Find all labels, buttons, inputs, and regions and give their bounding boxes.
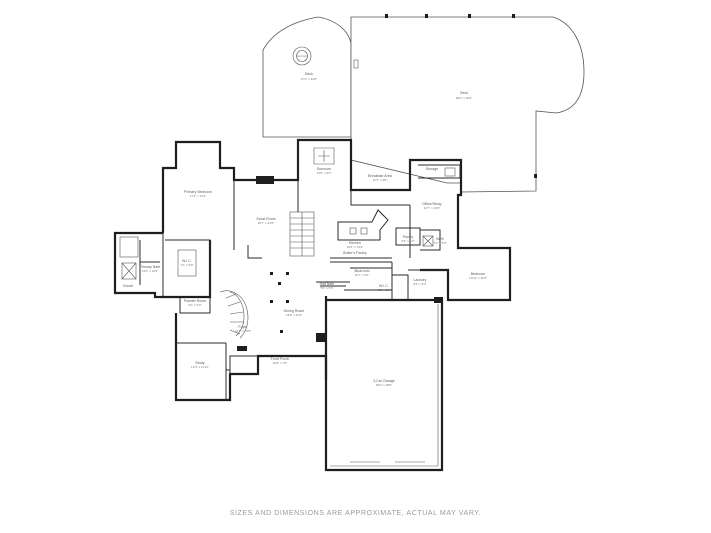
- closet-name: Closet: [123, 284, 133, 288]
- breakfast-area-name: Breakfast Area: [368, 174, 392, 178]
- garage-dims: 36'0" x 38'0": [376, 383, 392, 387]
- office-study-dims: 12'7" x 10'0": [424, 206, 440, 210]
- storage-name: Storage: [426, 167, 439, 171]
- laundry-name: Laundry: [414, 278, 427, 282]
- deck-right-name: Deck: [460, 91, 468, 95]
- kitchen-name: Kitchen: [349, 241, 361, 245]
- curved-stair: [219, 290, 249, 339]
- garage-name: 3-Car Garage: [373, 379, 395, 383]
- great-room-name: Great Room: [256, 217, 276, 221]
- wic2-name: W.I.C.: [379, 284, 389, 288]
- bedroom-name: Bedroom: [471, 272, 486, 276]
- primary-bath-dims: 14'0" x 10'6": [142, 269, 158, 273]
- foyer-dims: 14'4" x 13'8": [235, 329, 251, 333]
- deck-right-dims: 48'0" x 26'0": [456, 96, 472, 100]
- wic-name: W.I.C.: [182, 259, 192, 263]
- dining-room-name: Dining Room: [284, 309, 305, 313]
- bedroom-dims: 14'11" x 11'8": [469, 276, 487, 280]
- half-bath-name: Half Bath: [320, 282, 335, 286]
- front-porch-name: Front Porch: [271, 357, 290, 361]
- sunroom-name: Sunroom: [317, 167, 332, 171]
- primary-bath-name: Primary Bath: [140, 265, 161, 269]
- primary-bedroom-dims: 17'3" x 14'4": [190, 194, 206, 198]
- pantry-dims: 5'4" x 5'2": [401, 239, 414, 243]
- office-study-name: Office/Study: [422, 202, 442, 206]
- deck-left-dims: 27'0" x 22'0": [301, 77, 317, 81]
- butlers-pantry-name: Butler's Pantry: [343, 251, 367, 255]
- great-room-dims: 18'7" x 21'5": [258, 221, 274, 225]
- pantry-name: Pantry: [403, 235, 414, 239]
- dining-room-dims: 13'8" x 11'9": [286, 313, 302, 317]
- laundry-dims: 8'3" x 9'3": [413, 282, 426, 286]
- half-bath-dims: 5'0" x 5'4": [320, 286, 333, 290]
- house-walls: [113, 138, 512, 472]
- interior-walls: [119, 140, 461, 374]
- wic-dims: 7'0" x 8'0": [180, 263, 193, 267]
- powder-room-dims: 6'0" x 5'0": [188, 303, 201, 307]
- mudroom-name: Mudroom: [354, 269, 369, 273]
- deck-right: Deck 48'0" x 26'0": [350, 14, 585, 193]
- mudroom-dims: 10'7" x 6'6": [355, 273, 370, 277]
- kitchen-dims: 16'6" x 13'4": [347, 245, 363, 249]
- hot-tub-icon: Hot tub: [292, 46, 312, 66]
- powder-room-name: Powder Room: [184, 299, 207, 303]
- deck-left-name: Deck: [305, 72, 313, 76]
- breakfast-area-dims: 11'4" x 9'8": [373, 178, 388, 182]
- room-labels: Primary Bedroom 17'3" x 14'4" Primary Ba…: [123, 167, 487, 387]
- bath-name: Bath: [436, 237, 443, 241]
- study-name: Study: [195, 361, 204, 365]
- foyer-name: Foyer: [238, 325, 248, 329]
- deck-left: Hot tub Deck 27'0" x 22'0": [262, 16, 352, 138]
- disclaimer-text: SIZES AND DIMENSIONS ARE APPROXIMATE, AC…: [229, 510, 482, 517]
- wic2-dims: 5'2" x 5'0": [377, 288, 390, 292]
- bath-dims: 7'3" x 5'4": [433, 241, 446, 245]
- front-porch-dims: 20'8" x 7'6": [273, 361, 288, 365]
- main-stair: [289, 211, 315, 257]
- study-dims: 13'4" x 11'10": [191, 365, 209, 369]
- sunroom-dims: 10'0" x 8'0": [317, 171, 332, 175]
- primary-bedroom-name: Primary Bedroom: [184, 190, 212, 194]
- hot-tub-label: Hot tub: [297, 54, 307, 58]
